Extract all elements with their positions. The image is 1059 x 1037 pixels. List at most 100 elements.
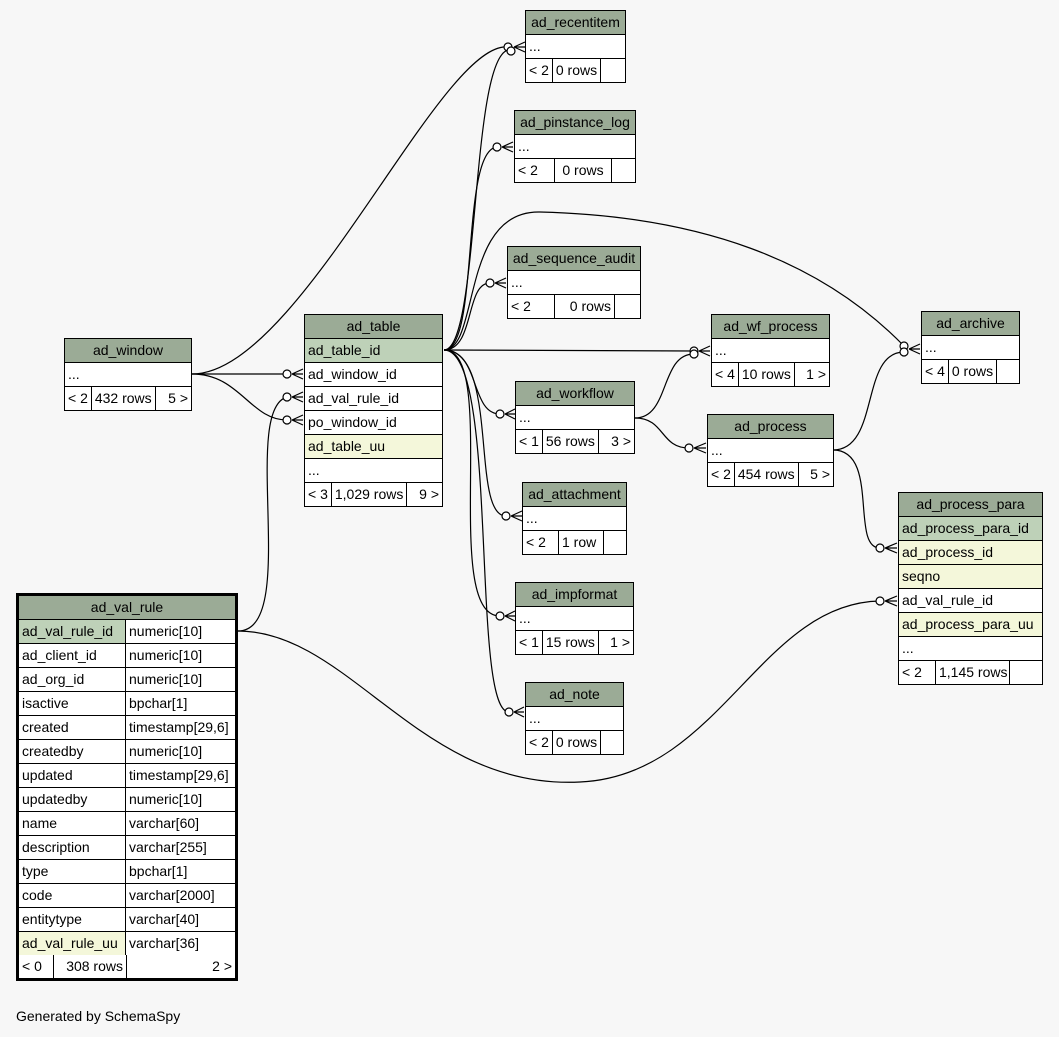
column-ad-table-id[interactable]: ad_table_id [308,342,381,358]
table-ad-wf-process[interactable]: ad_wf_process ... < 4 10 rows 1 > [711,314,830,387]
column-name[interactable]: ad_client_id [22,647,97,663]
parents-count[interactable]: < 2 [902,664,922,680]
table-ad-window[interactable]: ad_window ... < 2 432 rows 5 > [64,338,192,411]
parents-count[interactable]: < 1 [519,433,539,449]
table-header[interactable]: ad_note [526,683,623,707]
table-ad-workflow[interactable]: ad_workflow ... < 1 56 rows 3 > [515,381,635,454]
children-count[interactable] [1009,661,1042,684]
column-ad-window-id[interactable]: ad_window_id [308,366,397,382]
children-count[interactable]: 2 > [126,955,235,978]
parents-count[interactable]: < 2 [518,162,538,178]
table-header[interactable]: ad_impformat [516,583,633,607]
table-header[interactable]: ad_window [65,339,191,363]
children-count[interactable] [996,360,1019,383]
table-header[interactable]: ad_sequence_audit [508,247,640,271]
table-header[interactable]: ad_archive [922,312,1019,336]
column-ad-val-rule-id[interactable]: ad_val_rule_id [902,592,994,608]
column-name[interactable]: ad_val_rule_id [19,620,125,643]
column-name[interactable]: updated [22,767,73,783]
children-count[interactable] [614,295,640,318]
children-count[interactable]: 9 > [406,483,442,506]
children-count[interactable]: 1 > [793,363,829,386]
table-header[interactable]: ad_val_rule [19,596,235,620]
children-count[interactable] [600,731,623,754]
column-name[interactable]: createdby [22,743,84,759]
parents-count[interactable]: < 4 [715,366,735,382]
column-seqno[interactable]: seqno [902,568,941,584]
table-header[interactable]: ad_workflow [516,382,634,406]
column-name[interactable]: ad_val_rule_uu [19,932,125,955]
parents-count[interactable]: < 3 [308,486,328,502]
parents-count[interactable]: < 2 [529,734,549,750]
column-name[interactable]: name [22,815,58,831]
children-count[interactable]: 1 > [597,631,633,654]
table-ad-sequence-audit[interactable]: ad_sequence_audit ... < 2 0 rows [507,246,641,319]
parents-count[interactable]: < 2 [529,62,549,78]
row-count: 308 rows [53,955,126,978]
parents-count[interactable]: < 2 [68,390,88,406]
table-header[interactable]: ad_recentitem [526,11,625,35]
table-header[interactable]: ad_process [708,415,833,439]
column-po-window-id[interactable]: po_window_id [308,414,397,430]
parents-count[interactable]: < 2 [711,466,731,482]
parents-count[interactable]: < 4 [925,363,945,379]
column-ad-val-rule-id[interactable]: ad_val_rule_id [308,390,400,406]
column-name[interactable]: updatedby [22,791,88,807]
table-ad-process[interactable]: ad_process ... < 2 454 rows 5 > [707,414,834,487]
table-ad-pinstance-log[interactable]: ad_pinstance_log ... < 2 0 rows [514,110,636,183]
row-count: 0 rows [554,295,614,318]
column-ad-process-id[interactable]: ad_process_id [902,544,994,560]
column-name[interactable]: created [22,719,69,735]
column-name[interactable]: entitytype [22,911,82,927]
table-ad-process-para[interactable]: ad_process_para ad_process_para_id ad_pr… [898,492,1043,685]
children-count[interactable]: 5 > [797,463,833,486]
table-header[interactable]: ad_attachment [523,483,626,507]
table-header[interactable]: ad_pinstance_log [515,111,635,135]
table-header[interactable]: ad_wf_process [712,315,829,339]
table-ad-attachment[interactable]: ad_attachment ... < 2 1 row [522,482,627,555]
parents-count[interactable]: < 2 [526,534,546,550]
table-header[interactable]: ad_table [305,315,442,339]
column-name[interactable]: description [22,839,90,855]
column-ad-table-uu[interactable]: ad_table_uu [308,438,386,454]
edge-valrule-to-table [237,396,288,632]
children-count[interactable]: 5 > [154,387,191,410]
table-ad-archive[interactable]: ad_archive ... < 4 0 rows [921,311,1020,384]
column-name[interactable]: type [22,863,49,879]
more-columns: ... [715,342,727,358]
table-ad-note[interactable]: ad_note ... < 2 0 rows [525,682,624,755]
children-count[interactable] [603,531,626,554]
column-ad-process-para-uu[interactable]: ad_process_para_uu [902,616,1034,632]
more-columns: ... [902,640,914,656]
table-ad-recentitem[interactable]: ad_recentitem ... < 2 0 rows [525,10,626,83]
table-ad-impformat[interactable]: ad_impformat ... < 1 15 rows 1 > [515,582,634,655]
parents-count[interactable]: < 1 [519,634,539,650]
column-ad-process-para-id[interactable]: ad_process_para_id [902,520,1029,536]
parents-count[interactable]: < 2 [511,298,531,314]
column-name[interactable]: isactive [22,695,69,711]
table-ad-table[interactable]: ad_table ad_table_id ad_window_id ad_val… [304,314,443,507]
column-name[interactable]: code [22,887,53,903]
children-count[interactable] [611,159,635,182]
parents-count[interactable]: < 0 [22,958,42,974]
column-name[interactable]: ad_org_id [22,671,85,687]
more-columns: ... [529,38,541,54]
table-header[interactable]: ad_process_para [899,493,1042,517]
children-count[interactable]: 3 > [597,430,634,453]
children-count[interactable] [600,59,625,82]
